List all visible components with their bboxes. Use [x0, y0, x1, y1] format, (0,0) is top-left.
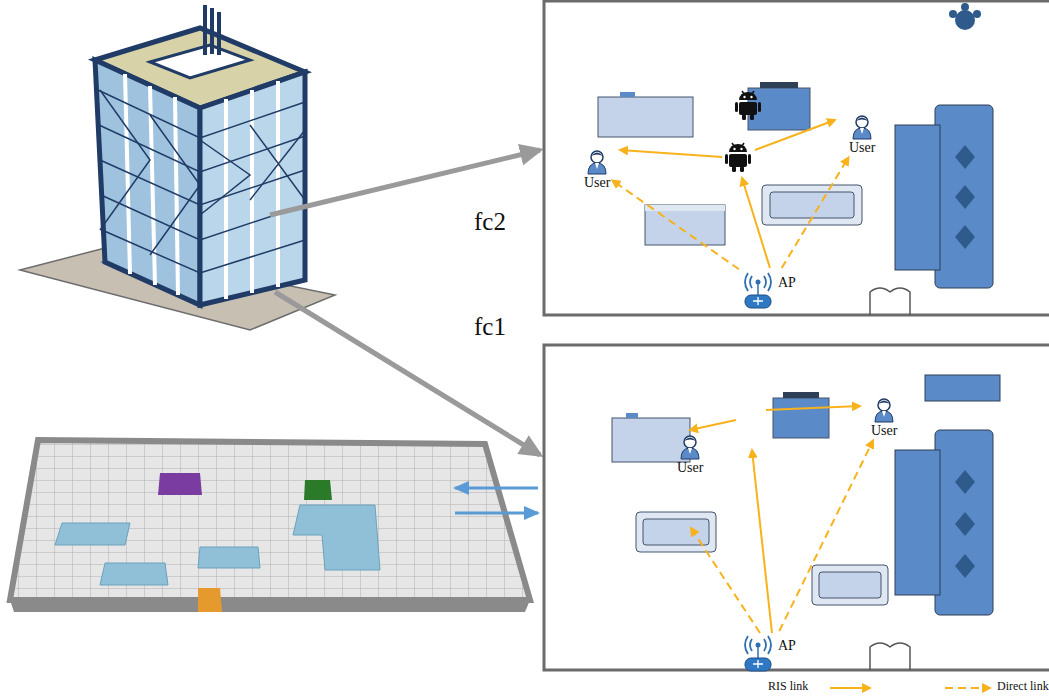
user-label: User: [871, 423, 897, 438]
user-label: User: [677, 460, 703, 475]
sync-arrow: [455, 487, 538, 490]
user-label: User: [849, 140, 875, 155]
pointer-arrow: [275, 292, 540, 455]
user-node: User: [849, 114, 875, 155]
access-point: AP: [741, 633, 796, 673]
legend-text: RIS link: [768, 680, 808, 693]
room-top: [544, 1, 1049, 315]
ap-label: AP: [778, 275, 796, 290]
ris-icon: [735, 91, 761, 120]
ris-links: [620, 120, 860, 633]
direct-link: [612, 180, 739, 269]
legend-sample-solid: [830, 687, 870, 689]
ap-icon: [741, 633, 775, 673]
legend-text: Direct link: [997, 680, 1049, 693]
legend-sample-dashed: [945, 687, 990, 689]
sync-arrow: [455, 512, 538, 515]
frequency-label: fc1: [474, 313, 506, 341]
ris-icon: [725, 143, 751, 172]
frequency-label: fc2: [474, 208, 506, 236]
access-point: AP: [741, 270, 796, 310]
ap-label: AP: [778, 638, 796, 653]
room-bottom: [544, 345, 1049, 670]
ap-icon: [741, 270, 775, 310]
pointer-arrow: [270, 150, 540, 215]
floor-map: [10, 440, 530, 612]
user-icon: [586, 149, 608, 175]
direct-link: [779, 440, 873, 631]
direct-link: [782, 157, 849, 268]
user-node: User: [677, 434, 703, 475]
building: [20, 5, 335, 330]
user-icon: [679, 434, 701, 460]
user-icon: [851, 114, 873, 140]
user-node: User: [871, 397, 897, 438]
user-icon: [873, 397, 895, 423]
user-node: User: [584, 149, 610, 190]
user-label: User: [584, 175, 610, 190]
